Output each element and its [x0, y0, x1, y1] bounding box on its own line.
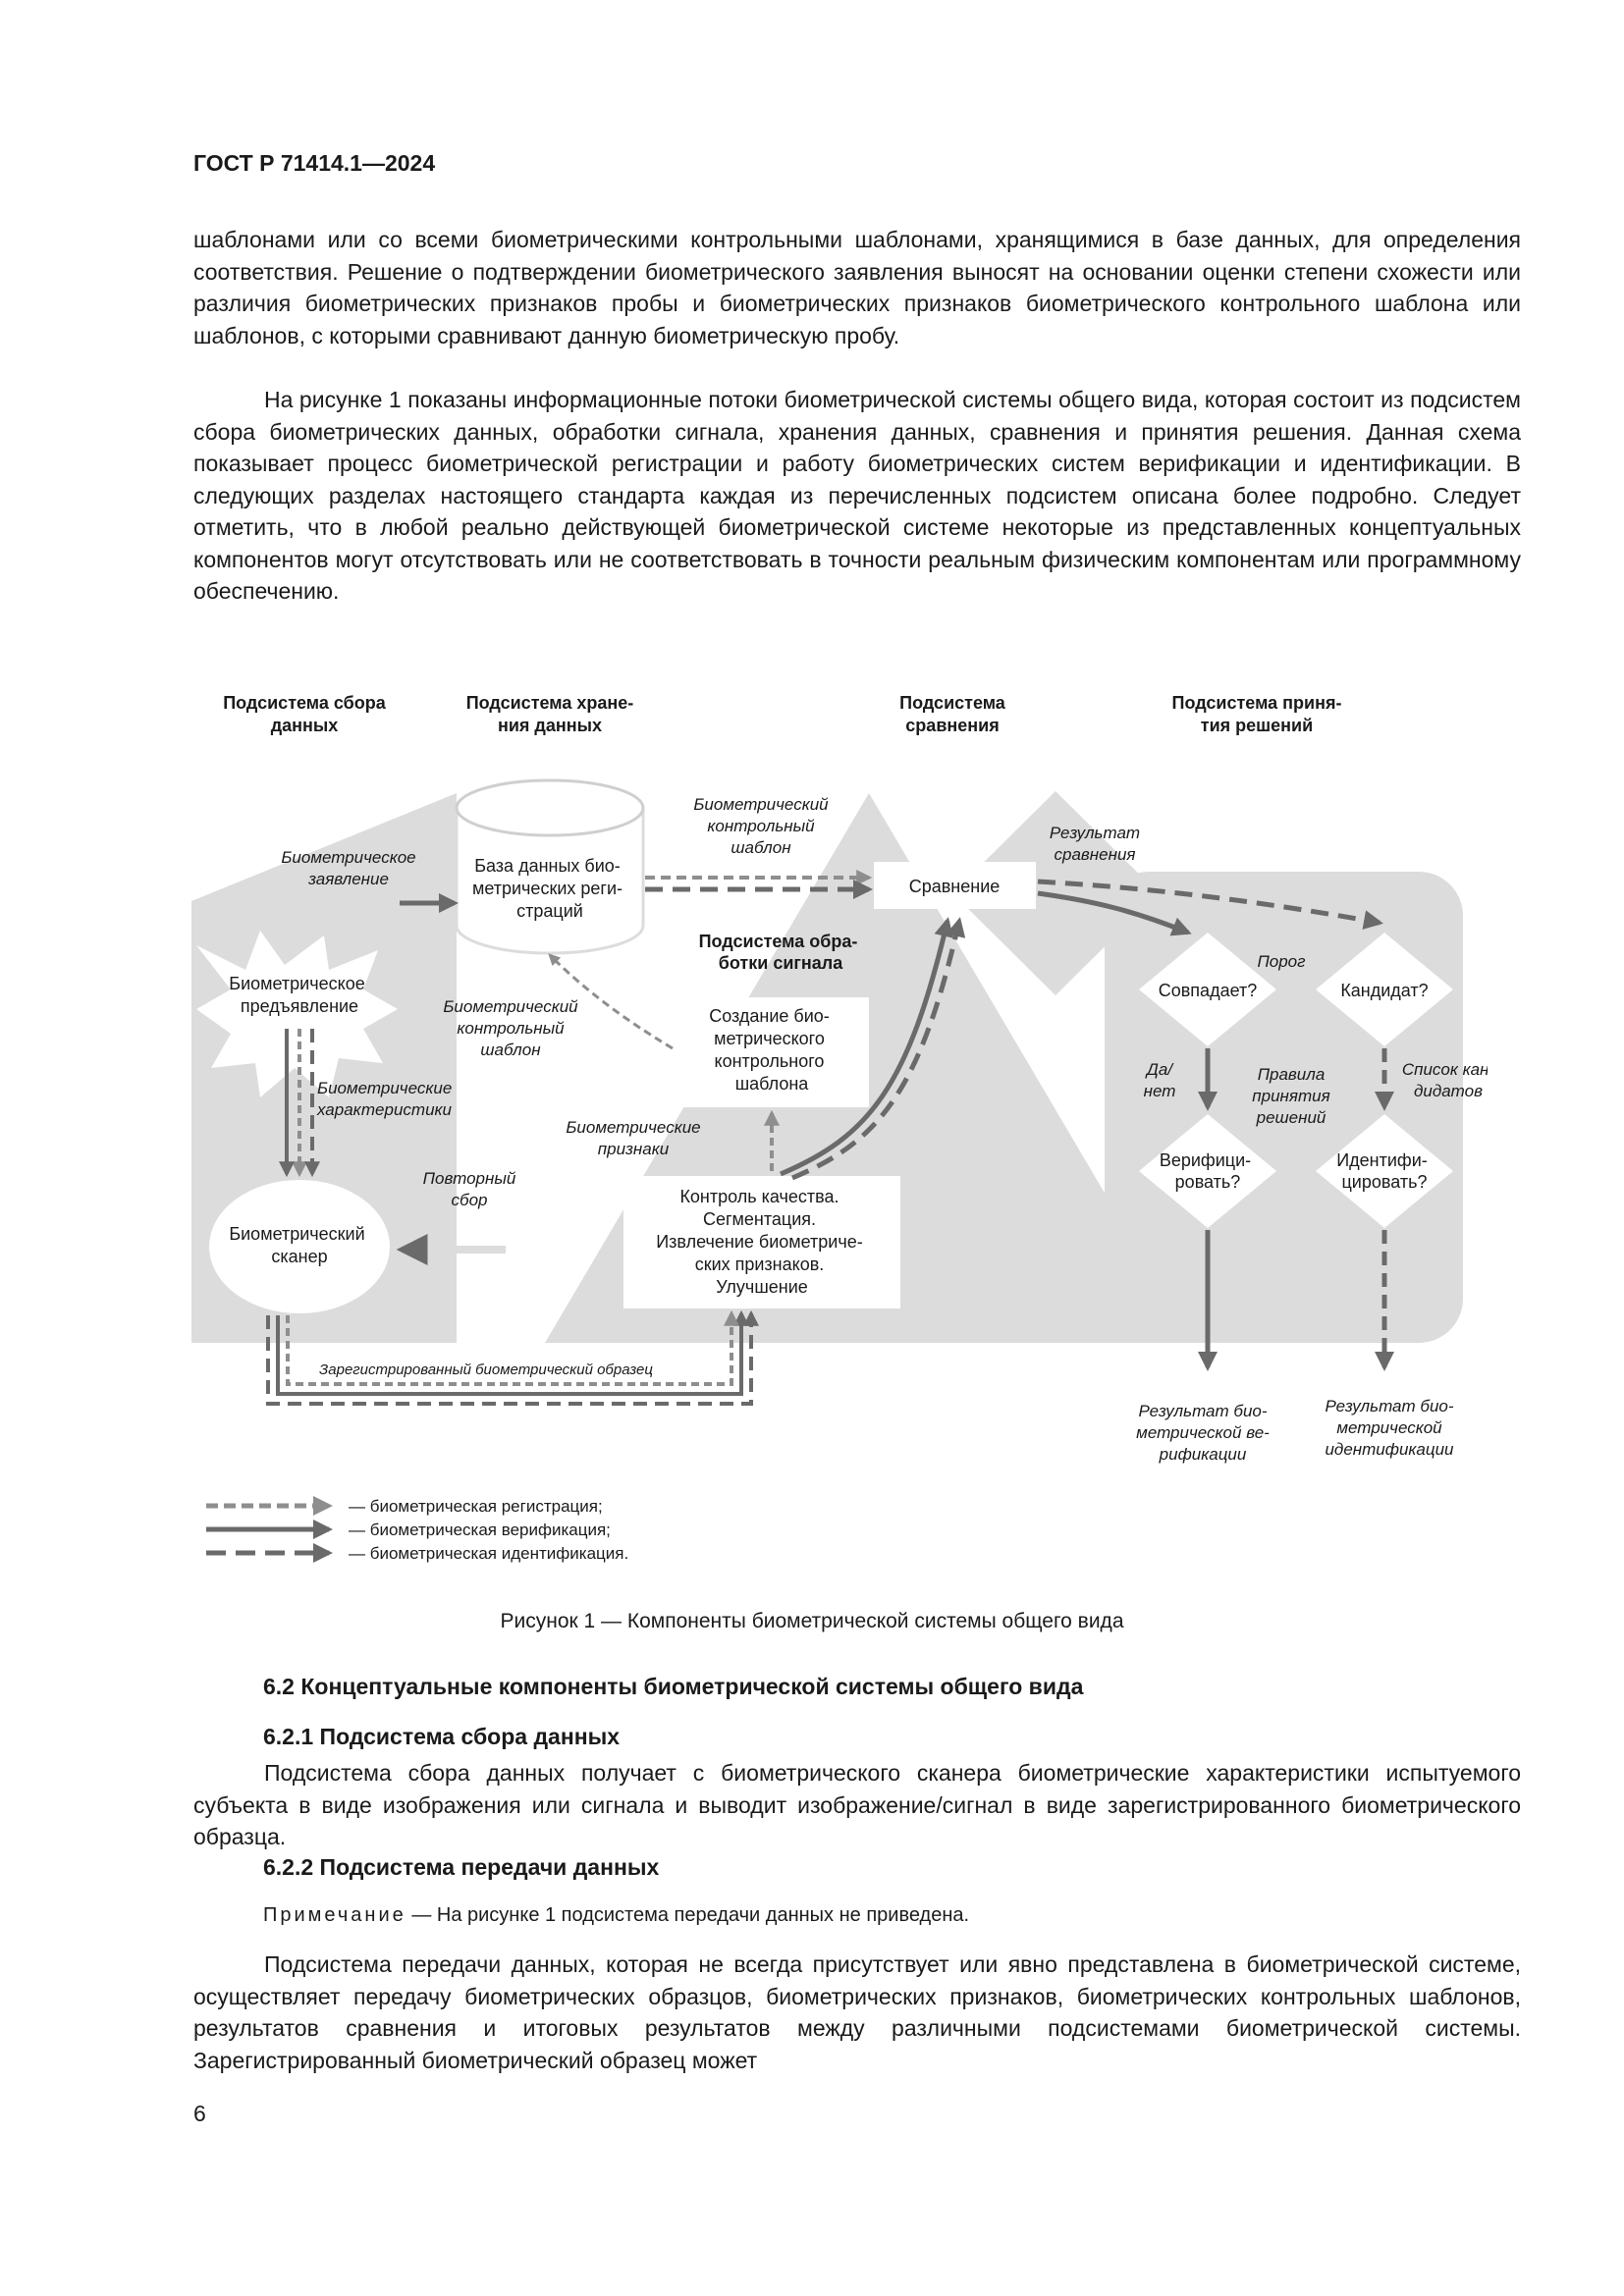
paragraph-collection-subsystem: Подсистема сбора данных получает с биоме…	[193, 1760, 1521, 1849]
section-heading-6-2-1: 6.2.1 Подсистема сбора данных	[263, 1724, 621, 1749]
legend: — биометрическая регистрация; — биометри…	[206, 1496, 628, 1563]
label-yes-no: Да/нет	[1144, 1060, 1176, 1100]
legend-label-identification: — биометрическая идентификация.	[349, 1544, 628, 1563]
decision-background-panel	[1105, 872, 1463, 1343]
header-decision: Подсистема приня-тия решений	[1172, 693, 1342, 735]
verify-diamond: Верифици- ровать?	[1139, 1114, 1276, 1228]
candidate-diamond: Кандидат?	[1316, 933, 1453, 1046]
svg-text:Верифици- ровать?: Верифици- ровать?	[1160, 1150, 1256, 1192]
comparison-to-candidate-arrow	[1037, 879, 1383, 931]
note: Примечание — На рисунке 1 подсистема пер…	[263, 1904, 969, 1927]
svg-text:Идентифи- цировать?: Идентифи- цировать?	[1336, 1150, 1433, 1192]
svg-text:База данных био- метриче: База данных био- метрических реги- страц…	[472, 856, 627, 921]
svg-text:Контроль качества. Сегме: Контроль качества. Сегментация. Извлечен…	[656, 1187, 868, 1297]
label-registered-sample: Зарегистрированный биометрический образе…	[319, 1362, 653, 1378]
label-candidate-list: Список кан-дидатов	[1402, 1060, 1488, 1100]
legend-label-registration: — биометрическая регистрация;	[349, 1497, 603, 1516]
registered-sample-loop-dashed	[266, 1309, 759, 1406]
page-number: 6	[193, 2101, 206, 2126]
comparison-box: Сравнение	[874, 862, 1036, 909]
scanner-ellipse: Биометрический сканер	[209, 1180, 390, 1313]
section-heading-6-2: 6.2 Концептуальные компоненты биометриче…	[263, 1674, 1084, 1699]
document-header: ГОСТ Р 71414.1—2024	[193, 150, 436, 176]
paragraph-figure-intro: На рисунке 1 показаны информационные пот…	[193, 387, 1521, 604]
quality-to-comparison-arrow	[780, 917, 954, 1177]
paragraph-continuation: шаблонами или со всеми биометрическими к…	[193, 227, 1521, 348]
figure-caption: Рисунок 1 — Компоненты биометрической си…	[500, 1610, 1124, 1632]
svg-text:Кандидат?: Кандидат?	[1340, 981, 1428, 1000]
svg-text:Биометрическое предъявле: Биометрическое предъявление	[229, 974, 369, 1016]
quality-control-box: Контроль качества. Сегментация. Извлечен…	[623, 1176, 900, 1308]
comparison-to-match-arrow	[1037, 890, 1192, 936]
svg-text:Биометрический сканер: Биометрический сканер	[229, 1224, 369, 1266]
registered-sample-loop-solid	[276, 1309, 749, 1396]
note-label: Примечание	[263, 1904, 406, 1926]
section-heading-6-2-2: 6.2.2 Подсистема передачи данных	[263, 1854, 660, 1880]
template-to-db-arrow	[548, 953, 674, 1050]
paragraph-transfer-subsystem: Подсистема передачи данных, которая не в…	[193, 1951, 1521, 2073]
template-creation-box: Создание био- метрического контрольного …	[675, 997, 869, 1107]
header-storage: Подсистема хране-ния данных	[466, 693, 634, 735]
database-cylinder: База данных био- метрических реги- страц…	[455, 778, 645, 955]
match-diamond: Совпадает?	[1139, 933, 1276, 1046]
note-text: — На рисунке 1 подсистема передачи данны…	[406, 1904, 970, 1926]
label-threshold: Порог	[1257, 952, 1305, 971]
quality-to-comparison-dashed-arrow	[791, 917, 966, 1181]
legend-label-verification: — биометрическая верификация;	[349, 1521, 611, 1539]
svg-text:Совпадает?: Совпадает?	[1159, 981, 1258, 1000]
label-result-verification: Результат био-метрической ве-рификации	[1136, 1402, 1270, 1464]
svg-text:Создание био- метрическо: Создание био- метрического контрольного …	[709, 1006, 835, 1094]
presentation-starburst: Биометрическое предъявление	[196, 931, 398, 1097]
identify-diamond: Идентифи- цировать?	[1316, 1114, 1453, 1228]
signal-processing-title: Подсистема обра- ботки сигнала	[699, 932, 863, 973]
svg-text:Сравнение: Сравнение	[909, 877, 1001, 896]
